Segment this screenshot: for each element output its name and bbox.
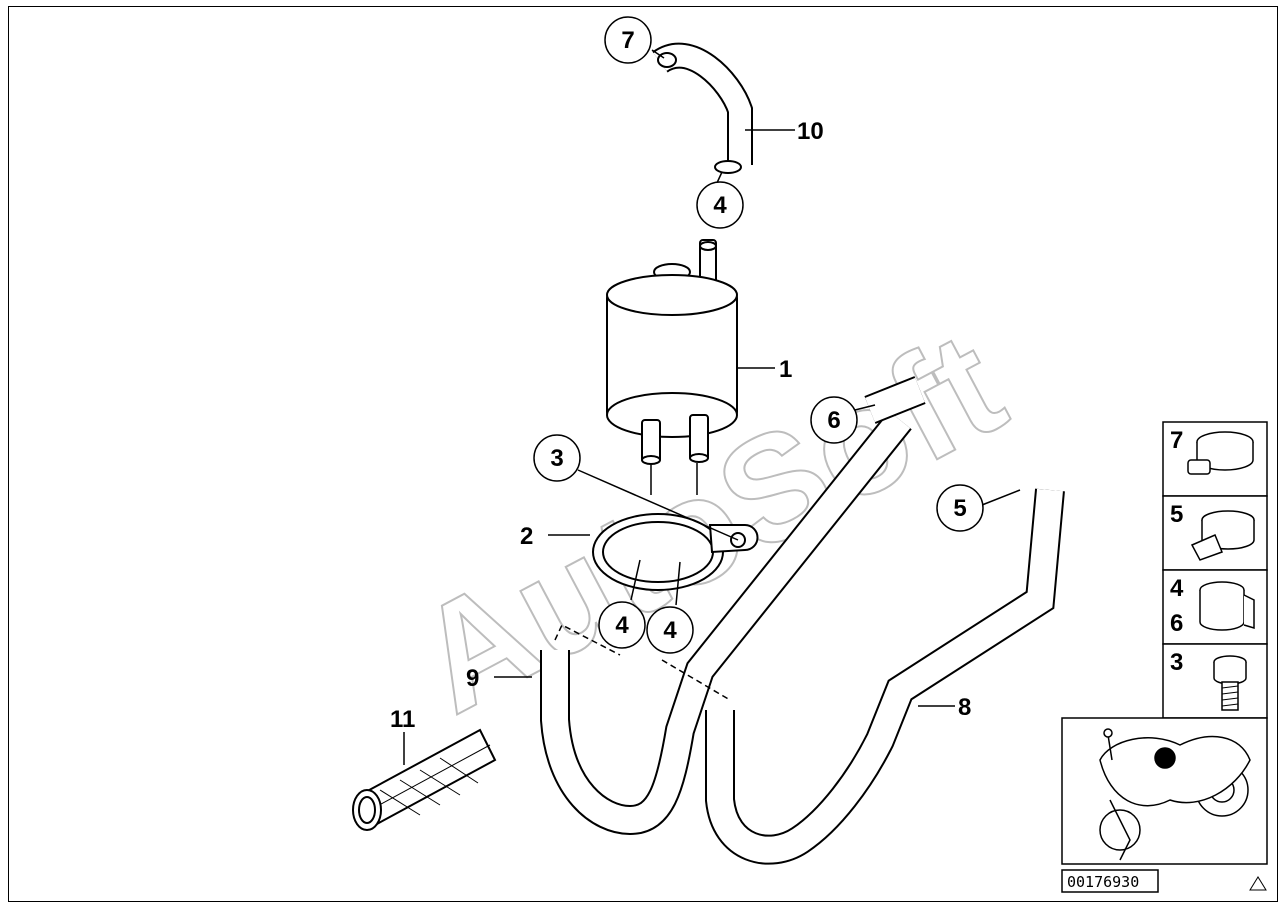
location-marker-icon xyxy=(1154,747,1176,769)
label-10[interactable]: 10 xyxy=(797,118,824,145)
svg-text:6: 6 xyxy=(827,407,840,434)
label-9[interactable]: 9 xyxy=(466,665,479,692)
filter-bracket[interactable] xyxy=(592,513,759,591)
diagram-frame xyxy=(8,6,1278,902)
callout-6[interactable]: 6 xyxy=(810,396,858,444)
diagram-number-box xyxy=(1061,869,1159,893)
svg-text:7: 7 xyxy=(621,27,634,54)
fuel-filter[interactable] xyxy=(606,239,738,465)
label-2[interactable]: 2 xyxy=(520,523,533,550)
callout-4-left[interactable]: 4 xyxy=(598,601,646,649)
callout-5[interactable]: 5 xyxy=(936,484,984,532)
svg-text:5: 5 xyxy=(953,495,966,522)
callout-4-top[interactable]: 4 xyxy=(696,181,744,229)
svg-text:4: 4 xyxy=(615,612,629,639)
legend-number-5: 5 xyxy=(1170,501,1183,528)
svg-text:3: 3 xyxy=(550,445,563,472)
label-11[interactable]: 11 xyxy=(390,706,415,733)
callout-4-right[interactable]: 4 xyxy=(646,606,694,654)
triangle-icon xyxy=(1249,876,1267,891)
motorcycle-location-inset xyxy=(1061,717,1268,865)
hose-10[interactable] xyxy=(652,42,753,174)
callout-3[interactable]: 3 xyxy=(533,434,581,482)
svg-text:4: 4 xyxy=(663,617,677,644)
svg-text:4: 4 xyxy=(713,192,727,219)
hose-clamp-icon xyxy=(1187,431,1254,475)
hose-8[interactable] xyxy=(705,488,1065,865)
spring-clamp-icon xyxy=(1199,581,1255,631)
callout-7[interactable]: 7 xyxy=(604,16,652,64)
hose-clamp-icon xyxy=(1190,510,1255,561)
label-8[interactable]: 8 xyxy=(958,694,971,721)
hose-9[interactable] xyxy=(540,376,926,836)
legend-number-7: 7 xyxy=(1170,427,1183,454)
label-1[interactable]: 1 xyxy=(779,356,792,383)
diagram-number: 00176930 xyxy=(1067,873,1139,891)
legend-number-3: 3 xyxy=(1170,649,1183,676)
leader-lines xyxy=(403,49,1021,765)
legend-number-6: 6 xyxy=(1170,610,1183,637)
protective-sleeve-11[interactable] xyxy=(352,728,497,831)
legend-number-4: 4 xyxy=(1170,575,1184,602)
bolt-icon xyxy=(1213,655,1247,711)
